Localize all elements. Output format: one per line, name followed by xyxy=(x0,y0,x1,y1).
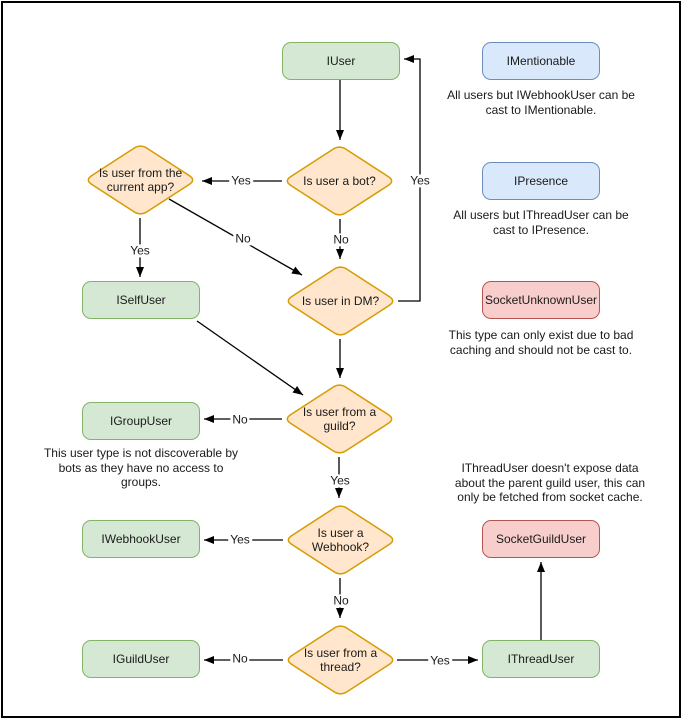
node-socketguilduser: SocketGuildUser xyxy=(482,520,600,558)
decision-is-user-from-guild: Is user from a guild? xyxy=(282,381,397,457)
edge-label-yes: Yes xyxy=(408,173,432,188)
node-ithreaduser: IThreadUser xyxy=(482,640,600,678)
note-imentionable: All users but IWebhookUser can be cast t… xyxy=(447,88,635,117)
decision-label: Is user in DM? xyxy=(301,293,380,308)
node-label: ISelfUser xyxy=(116,293,166,307)
decision-label: Is user from the current app? xyxy=(98,165,183,194)
node-label: SocketGuildUser xyxy=(495,532,587,546)
node-label: IGuildUser xyxy=(112,652,170,666)
note-ipresence: All users but IThreadUser can be cast to… xyxy=(453,208,629,237)
node-label: IWebhookUser xyxy=(101,532,181,546)
note-igroupuser: This user type is not discoverable by bo… xyxy=(43,446,239,490)
note-socketunknownuser: This type can only exist due to bad cach… xyxy=(448,328,634,357)
node-label: SocketUnknownUser xyxy=(484,293,598,307)
node-label: IUser xyxy=(326,54,356,68)
decision-label: Is user a bot? xyxy=(303,173,376,188)
node-label: IGroupUser xyxy=(109,414,173,428)
edge-label-no: No xyxy=(230,651,250,666)
decision-is-user-from-thread: Is user from a thread? xyxy=(283,622,398,698)
decision-label: Is user from a thread? xyxy=(303,645,378,674)
node-iselfuser: ISelfUser xyxy=(82,281,200,319)
edge-label-yes: Yes xyxy=(128,243,152,258)
node-label: IPresence xyxy=(513,174,569,188)
node-ipresence: IPresence xyxy=(482,162,600,200)
node-imentionable: IMentionable xyxy=(482,42,600,80)
node-igroupuser: IGroupUser xyxy=(82,402,200,440)
node-iguilduser: IGuildUser xyxy=(82,640,200,678)
node-socketunknownuser: SocketUnknownUser xyxy=(482,281,600,319)
decision-label: Is user from a guild? xyxy=(302,404,377,433)
decision-is-user-from-current-app: Is user from the current app? xyxy=(83,142,198,218)
edge-label-yes: Yes xyxy=(228,532,252,547)
edge-label-no: No xyxy=(331,593,351,608)
edge-label-yes: Yes xyxy=(428,653,452,668)
note-ithreaduser: IThreadUser doesn't expose data about th… xyxy=(454,461,646,505)
decision-label: Is user a Webhook? xyxy=(311,525,370,554)
edge-label-no: No xyxy=(331,232,351,247)
node-iuser: IUser xyxy=(282,42,400,80)
edge-label-yes: Yes xyxy=(229,173,253,188)
decision-is-user-in-dm: Is user in DM? xyxy=(283,263,398,339)
node-label: IThreadUser xyxy=(507,652,575,666)
edge-label-no: No xyxy=(233,231,253,246)
node-label: IMentionable xyxy=(506,54,576,68)
edge-label-no: No xyxy=(230,412,250,427)
decision-is-user-a-bot: Is user a bot? xyxy=(282,143,397,219)
decision-is-user-a-webhook: Is user a Webhook? xyxy=(283,502,398,578)
edge-label-yes: Yes xyxy=(328,473,352,488)
node-iwebhookuser: IWebhookUser xyxy=(82,520,200,558)
